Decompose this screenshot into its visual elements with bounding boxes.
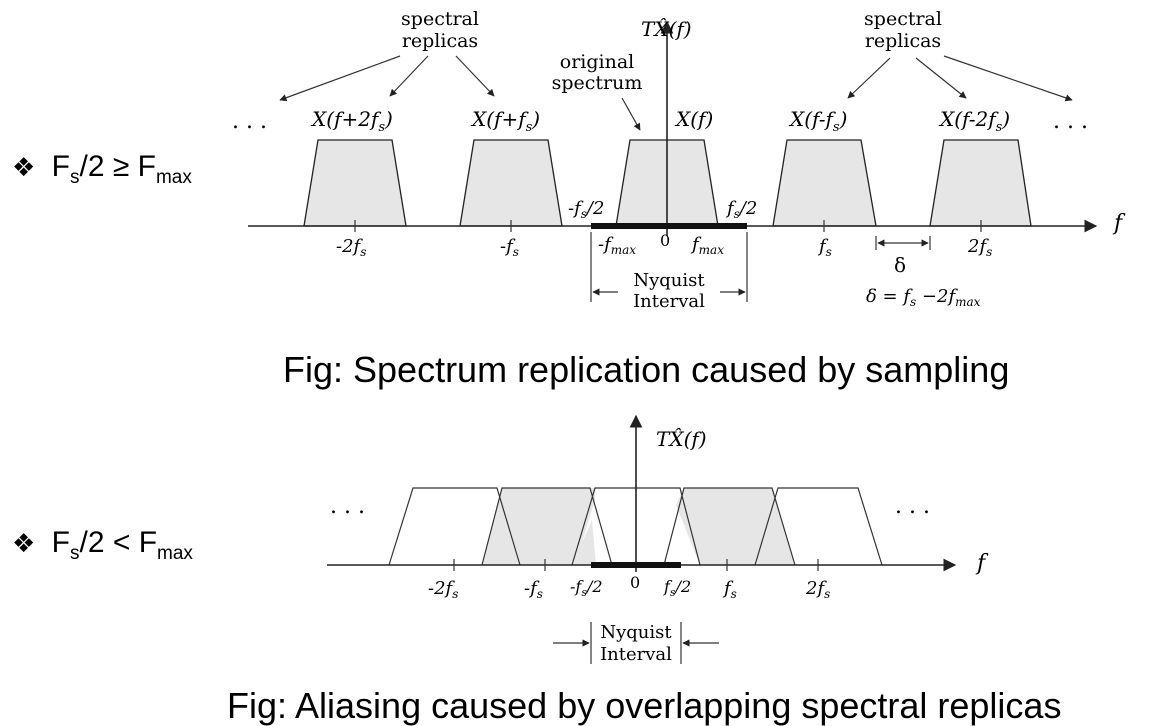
label-b-neg-fs-half: -fs/2 [570,577,603,599]
label-tx-axis-bottom: TX̂(f) [656,427,707,451]
label-x-f-minus-fs: X(f-fs) [788,107,847,135]
label-top-nyquist-1: Nyquist [633,270,705,291]
label-spectral-replicas-right-2: replicas [865,30,941,52]
alias-pulse-minus-2fs [388,487,521,566]
alias-pulse-plus-fs [663,487,796,566]
label-b-fs-half: fs/2 [663,577,691,599]
replica-pulse-minus-fs [459,139,563,227]
top-dots-left: . . . [232,109,267,134]
label-zero-bottom: 0 [630,573,640,592]
top-caption: Fig: Spectrum replication caused by samp… [283,349,1009,390]
overlap-region-left-shaded [482,488,596,565]
label-x-f: X(f) [674,107,713,131]
label-x-f-plus-fs: X(f+fs) [470,107,540,135]
label-tx-axis-top: TX̂(f) [641,17,692,41]
arrow-replica-right-2 [915,57,967,99]
arrow-replica-left-3 [455,55,495,97]
label-bottom-nyquist-1: Nyquist [600,622,672,643]
alias-pulse-minus-fs [481,487,613,566]
arrow-replica-left-2 [389,55,429,97]
label-zero-top: 0 [660,231,670,250]
arrow-replica-left-1 [279,55,401,102]
arrow-replica-right-3 [943,55,1073,102]
label-2fs: 2fs [967,236,992,259]
alias-pulse-original [571,487,701,566]
label-neg-fmax: -fmax [598,234,636,257]
top-f-axis-label: f [1112,211,1126,236]
label-original-1: original [560,51,634,73]
top-diagram: ❖ Fs/2 ≥ Fmax [12,8,1126,390]
bottom-dots-right: . . . [895,494,930,519]
label-top-nyquist-2: Interval [633,291,705,312]
arrow-replica-right-1 [847,57,891,99]
label-fmax: fmax [690,234,724,257]
label-delta: δ [894,253,906,277]
label-x-f-minus-2fs: X(f-2fs) [938,107,1010,135]
replica-pulse-plus-2fs [929,139,1032,227]
label-b-neg-fs: -fs [524,578,543,601]
bottom-condition-text: ❖ Fs/2 < Fmax [12,526,193,564]
top-condition-text: ❖ Fs/2 ≥ Fmax [12,150,192,188]
label-neg-fs: -fs [500,236,519,259]
overlap-region-center-left [572,520,596,565]
label-original-2: spectrum [552,72,643,94]
label-neg-2fs: -2fs [336,236,366,259]
label-bottom-nyquist-2: Interval [600,644,672,665]
top-dots-right: . . . [1053,109,1088,134]
label-fs: fs [817,236,832,259]
bottom-diagram: ❖ Fs/2 < Fmax TX̂(f) . . . . . . f -2 [12,414,1061,726]
arrow-original-spectrum [621,97,641,131]
label-neg-fs-half: -fs/2 [568,198,604,221]
alias-pulse-plus-2fs [754,487,883,566]
bottom-caption: Fig: Aliasing caused by overlapping spec… [227,685,1061,726]
label-pos-fs-half: fs/2 [725,198,757,221]
replica-pulse-plus-fs [772,139,877,227]
label-b-neg-2fs: -2fs [428,578,458,601]
label-delta-equation: δ = fs −2fmax [866,286,981,309]
label-spectral-replicas-right-1: spectral [864,8,942,30]
label-spectral-replicas-left-1: spectral [401,8,479,30]
label-spectral-replicas-left-2: replicas [402,30,478,52]
label-x-f-plus-2fs: X(f+2fs) [310,107,393,135]
bottom-f-axis-label: f [975,551,989,576]
label-b-2fs: 2fs [805,578,830,601]
label-b-fs: fs [722,578,737,601]
overlap-region-right-shaded [676,488,795,565]
replica-pulse-minus-2fs [303,139,407,227]
bottom-dots-left: . . . [330,494,365,519]
